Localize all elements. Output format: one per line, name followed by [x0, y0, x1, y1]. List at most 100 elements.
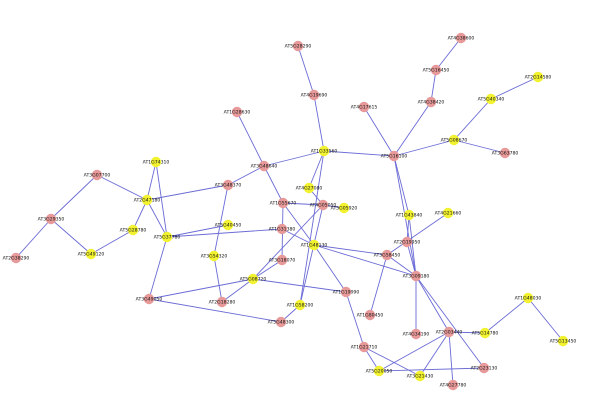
node-circle[interactable] [10, 252, 22, 264]
node-AT5G49120[interactable]: AT5G49120 [78, 248, 105, 260]
node-AT5G40450[interactable]: AT5G40450 [215, 219, 242, 231]
node-circle[interactable] [532, 71, 544, 83]
node-circle[interactable] [403, 209, 415, 221]
node-AT1G55670[interactable]: AT1G55670 [270, 197, 297, 209]
node-circle[interactable] [277, 197, 289, 209]
node-AT2G18280[interactable]: AT2G18280 [209, 296, 236, 308]
node-circle[interactable] [443, 326, 455, 338]
node-circle[interactable] [425, 96, 437, 108]
node-circle[interactable] [127, 224, 139, 236]
node-circle[interactable] [373, 365, 385, 377]
node-circle[interactable] [276, 254, 288, 266]
node-AT5G37780[interactable]: AT5G37780 [154, 231, 181, 243]
node-AT5G05920[interactable]: AT5G05920 [331, 202, 358, 214]
node-AT1G48030[interactable]: AT1G48030 [515, 292, 542, 304]
node-circle[interactable] [448, 134, 460, 146]
node-AT3G21430[interactable]: AT3G21430 [407, 370, 434, 382]
node-circle[interactable] [317, 199, 329, 211]
node-AT1G43840[interactable]: AT1G43840 [396, 209, 423, 221]
node-circle[interactable] [150, 156, 162, 168]
node-circle[interactable] [143, 293, 155, 305]
node-circle[interactable] [478, 362, 490, 374]
node-circle[interactable] [522, 292, 534, 304]
node-AT5G48300[interactable]: AT5G48300 [268, 316, 295, 328]
node-AT4G19690[interactable]: AT4G19690 [301, 89, 328, 101]
node-circle[interactable] [45, 213, 57, 225]
node-circle[interactable] [216, 296, 228, 308]
node-AT3G29350[interactable]: AT3G29350 [38, 213, 65, 225]
node-AT1G31380[interactable]: AT1G31380 [269, 223, 296, 235]
node-AT3G09180[interactable]: AT3G09180 [403, 270, 430, 282]
node-AT5G28780[interactable]: AT5G28780 [120, 224, 147, 236]
node-AT2G19950[interactable]: AT2G19950 [394, 236, 421, 248]
node-AT5G40340[interactable]: AT5G40340 [478, 93, 505, 105]
node-AT2G38290[interactable]: AT2G38290 [3, 252, 30, 264]
node-AT3G07700[interactable]: AT3G07700 [84, 169, 111, 181]
node-AT1G28630[interactable]: AT1G28630 [224, 106, 251, 118]
node-circle[interactable] [340, 286, 352, 298]
node-circle[interactable] [338, 202, 350, 214]
node-AT4G34190[interactable]: AT4G34190 [403, 328, 430, 340]
node-AT3G18070[interactable]: AT3G18070 [269, 254, 296, 266]
node-AT4G27080[interactable]: AT4G27080 [296, 182, 323, 194]
node-AT1G80450[interactable]: AT1G80450 [357, 309, 384, 321]
node-AT1G58200[interactable]: AT1G58200 [287, 299, 314, 311]
node-AT5G16450[interactable]: AT5G16450 [423, 64, 450, 76]
node-circle[interactable] [91, 169, 103, 181]
node-AT4G17615[interactable]: AT4G17615 [351, 101, 378, 113]
node-AT5G20050[interactable]: AT5G20050 [366, 365, 393, 377]
node-circle[interactable] [222, 179, 234, 191]
node-AT1G21710[interactable]: AT1G21710 [351, 341, 378, 353]
node-AT1G19990[interactable]: AT1G19990 [333, 286, 360, 298]
node-circle[interactable] [308, 239, 320, 251]
node-AT5G14780[interactable]: AT5G14780 [472, 327, 499, 339]
node-circle[interactable] [364, 309, 376, 321]
node-circle[interactable] [430, 64, 442, 76]
node-AT3G49050[interactable]: AT3G49050 [136, 293, 163, 305]
node-AT4G05050[interactable]: AT4G05050 [310, 199, 337, 211]
node-circle[interactable] [410, 270, 422, 282]
node-AT3G54320[interactable]: AT3G54320 [201, 250, 228, 262]
node-circle[interactable] [231, 106, 243, 118]
node-circle[interactable] [358, 341, 370, 353]
node-AT5G28290[interactable]: AT5G28290 [285, 40, 312, 52]
node-AT5G08670[interactable]: AT5G08670 [441, 134, 468, 146]
node-AT3G48370[interactable]: AT3G48370 [215, 179, 242, 191]
node-circle[interactable] [85, 248, 97, 260]
node-circle[interactable] [442, 207, 454, 219]
node-circle[interactable] [447, 379, 459, 391]
node-circle[interactable] [275, 316, 287, 328]
node-circle[interactable] [381, 249, 393, 261]
node-AT2G47180[interactable]: AT2G47180 [134, 194, 161, 206]
node-AT5G16100[interactable]: AT5G16100 [381, 150, 408, 162]
node-AT2G14580[interactable]: AT2G14580 [525, 71, 552, 83]
node-circle[interactable] [455, 32, 467, 44]
node-AT3G58450[interactable]: AT3G58450 [374, 249, 401, 261]
node-AT3G63780[interactable]: AT3G63780 [492, 147, 519, 159]
node-AT3G48640[interactable]: AT3G48640 [251, 160, 278, 172]
node-AT5G13450[interactable]: AT5G13450 [550, 335, 577, 347]
node-AT4G38600[interactable]: AT4G38600 [448, 32, 475, 44]
node-circle[interactable] [258, 160, 270, 172]
node-AT4G27780[interactable]: AT4G27780 [440, 379, 467, 391]
node-circle[interactable] [499, 147, 511, 159]
node-AT1G74310[interactable]: AT1G74310 [143, 156, 170, 168]
node-AT2G23130[interactable]: AT2G23130 [471, 362, 498, 374]
node-circle[interactable] [479, 327, 491, 339]
node-AT1G33560[interactable]: AT1G33560 [311, 145, 338, 157]
node-circle[interactable] [358, 101, 370, 113]
node-circle[interactable] [557, 335, 569, 347]
node-circle[interactable] [222, 219, 234, 231]
node-AT1G48130[interactable]: AT1G48130 [301, 239, 328, 251]
node-AT5G08720[interactable]: AT5G08720 [240, 273, 267, 285]
node-circle[interactable] [303, 182, 315, 194]
node-AT4G21660[interactable]: AT4G21660 [435, 207, 462, 219]
node-circle[interactable] [208, 250, 220, 262]
node-circle[interactable] [388, 150, 400, 162]
node-circle[interactable] [292, 40, 304, 52]
node-circle[interactable] [294, 299, 306, 311]
node-circle[interactable] [318, 145, 330, 157]
node-AT4G38420[interactable]: AT4G38420 [418, 96, 445, 108]
node-circle[interactable] [141, 194, 153, 206]
node-circle[interactable] [401, 236, 413, 248]
